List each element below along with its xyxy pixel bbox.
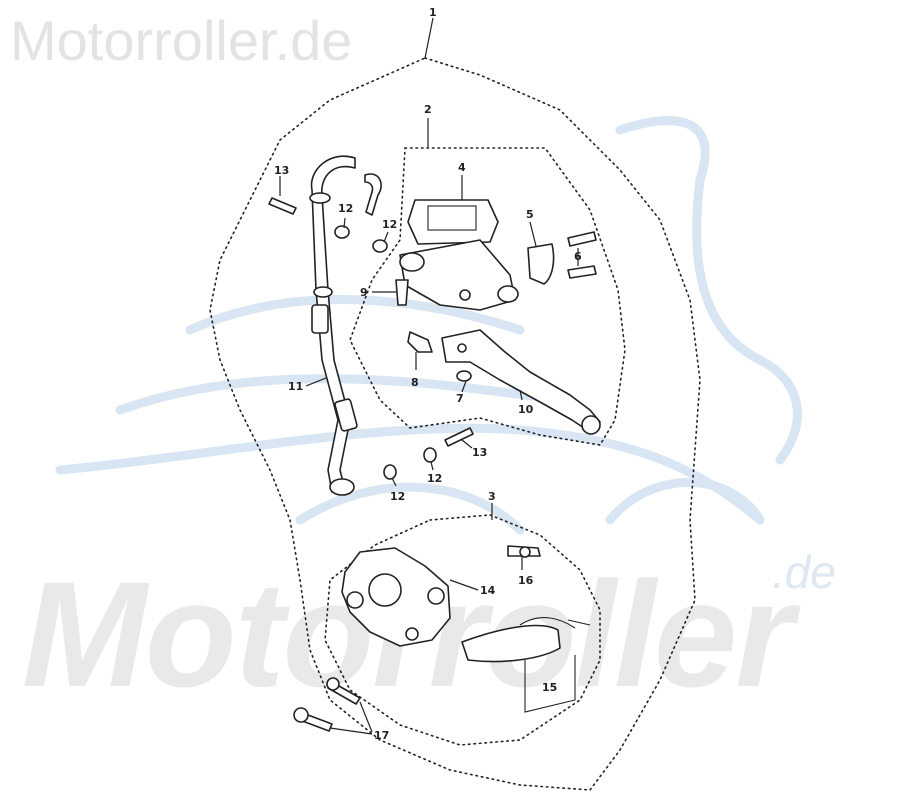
pivot-bolt	[395, 279, 409, 306]
washer	[423, 447, 437, 463]
watermark-suffix-text: .de	[772, 546, 836, 598]
leader-line	[391, 477, 397, 487]
assembly-outline-2	[349, 147, 626, 446]
callout-17: 17	[374, 729, 389, 742]
leader-line	[461, 380, 467, 393]
assembly-outline-1	[209, 57, 701, 791]
master-cylinder-bore	[399, 252, 425, 272]
hose-fitting-top	[364, 173, 382, 216]
lever-pivot-hole	[457, 343, 467, 353]
bleeder-cap	[519, 546, 531, 558]
callout-12: 12	[390, 490, 405, 503]
master-cylinder-body	[399, 239, 516, 311]
logo-swoosh	[185, 295, 525, 335]
master-cylinder-reservoir	[407, 199, 499, 245]
caliper-bolt-boss	[427, 587, 445, 605]
leader-line	[424, 17, 434, 59]
washer	[334, 225, 350, 239]
caliper-bolt-boss	[346, 591, 364, 609]
caliper-bolt-head	[326, 677, 340, 691]
callout-15: 15	[542, 681, 557, 694]
hose-sleeve	[334, 398, 358, 432]
logo-wheel	[605, 478, 765, 525]
hose-clamp	[313, 286, 333, 298]
leader-line	[359, 701, 373, 733]
banjo-bolt	[268, 197, 297, 215]
pad-spring	[567, 619, 591, 626]
callout-16: 16	[518, 574, 534, 587]
clamp-bolt	[567, 231, 597, 247]
hose-clamp	[309, 192, 331, 204]
handlebar-clamp	[527, 243, 555, 285]
callout-8: 8	[411, 376, 419, 389]
caliper-bolt-boss	[405, 627, 419, 641]
callout-6: 6	[574, 250, 582, 263]
caliper-piston	[368, 573, 402, 607]
clamp-bolt	[567, 265, 597, 279]
pivot-hole	[459, 289, 471, 301]
washer	[383, 464, 397, 480]
logo-wheel	[295, 482, 525, 535]
callout-12: 12	[338, 202, 353, 215]
caliper-bolt-head	[293, 707, 309, 723]
callout-10: 10	[518, 403, 534, 416]
lever-tip	[581, 415, 601, 435]
callout-9: 9	[360, 286, 368, 299]
callout-11: 11	[288, 380, 303, 393]
callout-13: 13	[472, 446, 487, 459]
brake-pads	[461, 624, 561, 663]
reservoir-cap	[427, 205, 477, 231]
callout-5: 5	[526, 208, 534, 221]
watermark-top-text: Motorroller.de	[10, 9, 353, 72]
brake-light-switch	[407, 331, 433, 353]
lever-nut	[456, 370, 472, 382]
callout-1: 1	[429, 6, 437, 19]
callout-7: 7	[456, 392, 464, 405]
callout-2: 2	[424, 103, 432, 116]
leader-line	[343, 217, 346, 229]
assembly-outline-3	[324, 514, 601, 746]
callout-12: 12	[427, 472, 442, 485]
leader-line	[329, 727, 373, 735]
callout-3: 3	[488, 490, 496, 503]
callout-12: 12	[382, 218, 397, 231]
pad-spring	[519, 617, 576, 629]
leader-line	[449, 579, 479, 591]
leader-line	[519, 389, 523, 401]
callout-4: 4	[458, 161, 466, 174]
leader-line	[383, 231, 389, 243]
banjo-bolt	[444, 427, 474, 447]
master-cylinder-end	[497, 285, 519, 303]
logo-swoosh	[55, 423, 765, 525]
callout-13: 13	[274, 164, 289, 177]
washer	[372, 239, 388, 253]
logo-figure	[615, 116, 802, 465]
hose-banjo-fitting	[329, 478, 355, 496]
callout-14: 14	[480, 584, 496, 597]
leader-line	[430, 461, 434, 471]
pad-bracket	[524, 655, 576, 713]
logo-swoosh	[115, 374, 565, 415]
leader-line	[305, 377, 327, 387]
leader-line	[529, 221, 537, 247]
hose-sleeve	[311, 304, 329, 334]
leader-line	[461, 439, 473, 449]
